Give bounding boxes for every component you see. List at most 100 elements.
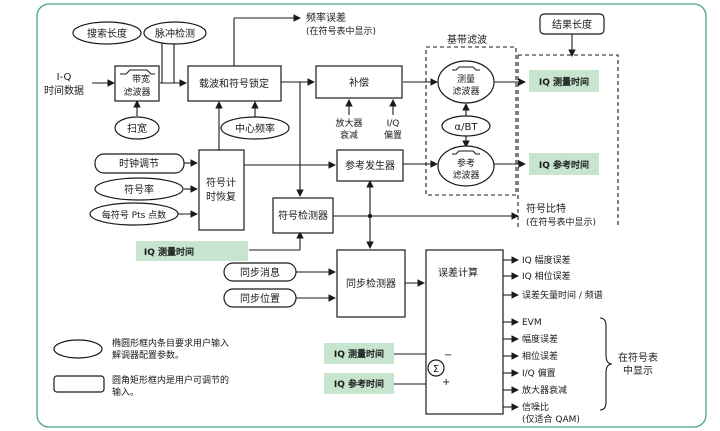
sync-detector-label: 同步检测器 — [346, 277, 396, 290]
alpha-bt-label: α/BT — [455, 122, 479, 133]
output-iq-offset: I/Q 偏置 — [522, 367, 556, 379]
sync-words-label: 同步消息 — [240, 266, 280, 279]
pulse-detect-param[interactable] — [143, 21, 207, 45]
symbol-detector-box — [272, 197, 334, 234]
amp-droop-line1: 放大器 — [335, 117, 362, 129]
ref-filter-line1: 参考 — [457, 157, 475, 169]
iq-ref-time-output — [529, 153, 599, 175]
summing-junction — [427, 359, 445, 377]
legend-ellipse-icon — [53, 339, 103, 359]
symbol-timing-line2: 时恢复 — [206, 190, 236, 203]
meas-filter-line2: 滤波器 — [452, 85, 479, 97]
sync-position-label: 同步位置 — [240, 292, 280, 305]
carrier-lock-box — [187, 65, 282, 102]
freq-error-line2: (在符号表中显示) — [306, 25, 376, 37]
symbol-table-line2: 中显示 — [623, 364, 653, 377]
ref-filter-ellipse — [437, 145, 495, 187]
baseband-filter-label: 基带滤波 — [447, 33, 487, 46]
iq-meas-time-output — [529, 70, 599, 92]
symbol-bits-line1: 符号比特 — [526, 202, 566, 215]
clock-adjust-param[interactable] — [94, 153, 185, 174]
outer-border — [36, 3, 707, 428]
compensate-label: 补偿 — [349, 76, 369, 89]
pts-per-symbol-label: 每符号 Pts 点数 — [102, 209, 166, 221]
plus-sign: + — [442, 377, 450, 388]
iq-meas-time-input — [136, 241, 248, 261]
symbol-rate-param[interactable] — [94, 177, 184, 201]
filter-shape-icon — [120, 69, 155, 75]
output-mag-error: 幅度误差 — [522, 333, 558, 345]
output-error-vector: 误差矢量时间 / 频谱 — [522, 289, 603, 301]
meas-filter-line1: 测量 — [457, 74, 475, 85]
iq-meas-time-input-label: IQ 测量时间 — [144, 246, 194, 258]
iq-offset-line1: I/Q — [387, 119, 400, 129]
iq-meas-time-output-label: IQ 测量时间 — [539, 76, 589, 88]
meas-filter-shape-icon — [452, 66, 480, 71]
connectors — [92, 14, 576, 411]
output-amp-droop: 放大器衰减 — [522, 384, 567, 396]
symbol-timing-box — [198, 149, 245, 231]
baseband-filter-region — [425, 46, 517, 196]
error-calc-box — [425, 249, 504, 415]
sweep-param[interactable] — [114, 116, 160, 140]
symbol-timing-line1: 符号计 — [206, 176, 236, 189]
iq-meas-time-err-input — [324, 343, 394, 364]
clock-adjust-label: 时钟调节 — [119, 157, 159, 170]
legend-rect-text2: 输入。 — [112, 386, 139, 398]
bw-filter-line2: 滤波器 — [123, 86, 150, 98]
iq-ref-time-err-input — [324, 373, 394, 394]
alpha-bt-param[interactable] — [441, 115, 491, 137]
legend-ellipse-text2: 解调器配置参数。 — [112, 349, 184, 361]
symbol-bits-line2: (在符号表中显示) — [526, 216, 596, 228]
sweep-label: 扫宽 — [127, 122, 147, 135]
result-length-param[interactable] — [539, 13, 605, 35]
error-calc-label: 误差计算 — [438, 266, 478, 279]
center-freq-param[interactable] — [220, 116, 290, 140]
symbol-detector-label: 符号检测器 — [278, 209, 328, 222]
minus-sign: − — [444, 350, 452, 361]
ref-filter-shape-icon — [452, 150, 480, 155]
pts-per-symbol-param[interactable] — [89, 202, 179, 226]
carrier-lock-label: 载波和符号锁定 — [199, 77, 269, 90]
symbol-table-brace — [599, 317, 613, 411]
amp-droop-line2: 衰减 — [340, 129, 358, 141]
search-length-param[interactable] — [72, 21, 142, 45]
iq-meas-time-err-label: IQ 测量时间 — [334, 348, 384, 360]
meas-filter-ellipse — [437, 60, 495, 104]
ref-generator-box — [336, 149, 404, 182]
freq-error-line1: 频率误差 — [306, 11, 346, 24]
sum-symbol: Σ — [433, 364, 439, 375]
bw-filter-box — [114, 65, 160, 102]
result-length-bracket — [518, 54, 619, 228]
sync-position-param[interactable] — [223, 288, 297, 308]
symbol-rate-label: 符号率 — [124, 183, 154, 196]
output-snr-note: (仅适合 QAM) — [522, 413, 580, 425]
compensate-box — [315, 65, 403, 99]
output-evm: EVM — [522, 318, 542, 328]
sync-words-param[interactable] — [223, 262, 297, 282]
input-label-line1: I-Q — [57, 72, 72, 83]
output-iq-mag-error: IQ 幅度误差 — [522, 254, 571, 266]
result-length-label: 结果长度 — [552, 18, 592, 31]
iq-ref-time-output-label: IQ 参考时间 — [539, 159, 589, 171]
output-iq-phase-error: IQ 相位误差 — [522, 270, 571, 282]
center-freq-label: 中心频率 — [235, 122, 275, 135]
pulse-detect-label: 脉冲检测 — [155, 27, 195, 40]
legend-rect-icon — [53, 375, 105, 393]
junction-dot — [367, 213, 373, 219]
output-snr: 信噪比 — [522, 401, 549, 413]
iq-ref-time-err-label: IQ 参考时间 — [334, 378, 384, 390]
iq-offset-line2: 偏置 — [384, 129, 402, 141]
input-label-line2: 时间数据 — [44, 84, 84, 97]
ref-generator-label: 参考发生器 — [345, 159, 395, 172]
output-phase-error: 相位误差 — [522, 350, 558, 362]
legend-rect-text1: 圆角矩形框内是用户可调节的 — [112, 374, 229, 386]
search-length-label: 搜索长度 — [87, 27, 127, 40]
legend-ellipse-text1: 椭圆形框内条目要求用户输入 — [112, 337, 229, 349]
symbol-table-line1: 在符号表 — [618, 351, 658, 364]
sync-detector-box — [336, 249, 406, 318]
ref-filter-line2: 滤波器 — [452, 169, 479, 181]
bw-filter-line1: 带宽 — [132, 73, 150, 85]
